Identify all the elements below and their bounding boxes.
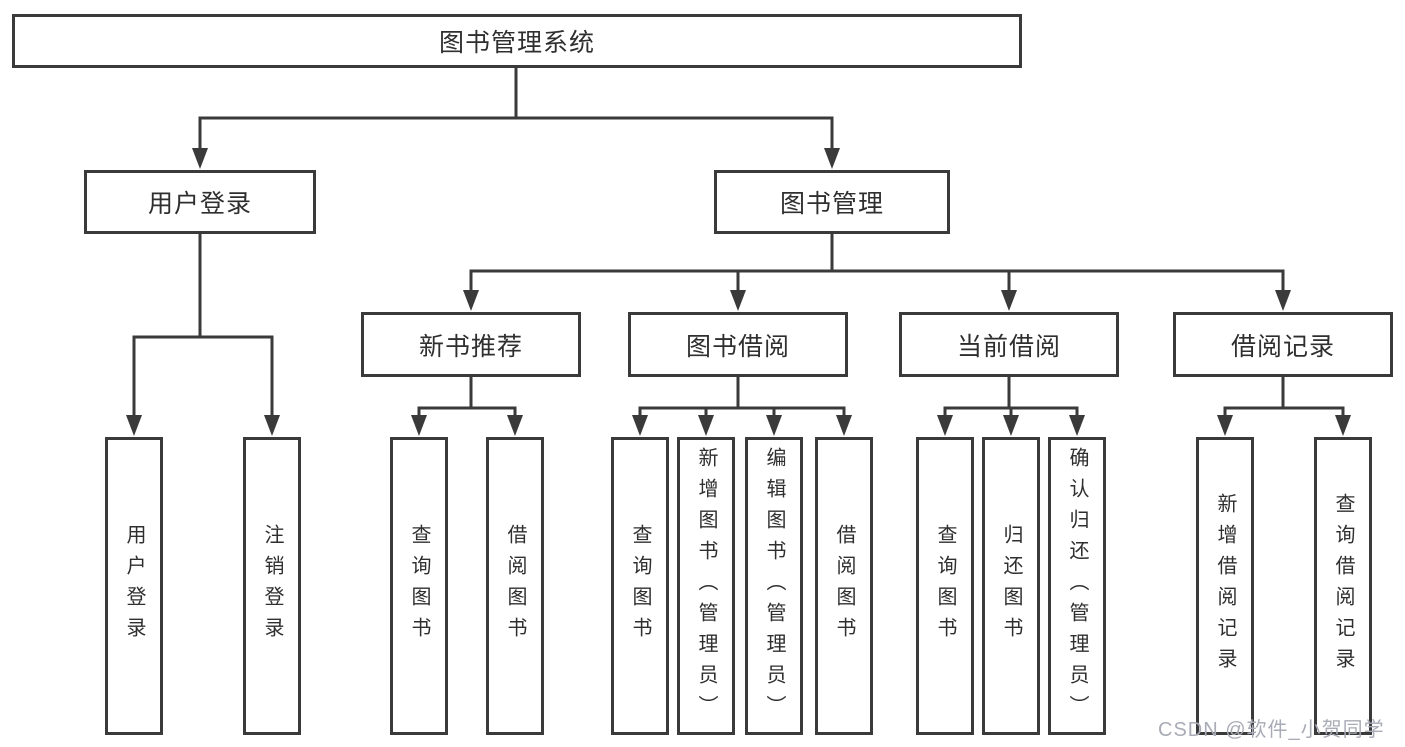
node-book-borrowing: 图书借阅: [628, 312, 848, 377]
leaf-label: 查询图书: [408, 524, 430, 648]
leaf-label: 借阅图书: [504, 524, 526, 648]
node-label: 图书管理系统: [438, 29, 595, 57]
node-user-login: 用户登录: [84, 170, 316, 234]
leaf-borrow-books-borrowing: 借阅图书: [815, 437, 873, 735]
leaf-label: 查询图书: [629, 524, 651, 648]
node-label: 新书推荐: [418, 332, 523, 361]
leaf-logout: 注销登录: [243, 437, 301, 735]
leaf-query-books-current: 查询图书: [916, 437, 974, 735]
leaf-user-login: 用户登录: [105, 437, 163, 735]
node-label: 借阅记录: [1230, 332, 1335, 361]
leaf-query-books-borrowing: 查询图书: [611, 437, 669, 735]
leaf-label: 新增借阅记录: [1214, 493, 1236, 679]
node-label: 图书管理: [779, 190, 884, 218]
leaf-confirm-return-admin: 确认归还（管理员）: [1048, 437, 1106, 735]
arrowheads: [126, 148, 1351, 436]
leaf-edit-book-admin: 编辑图书（管理员）: [745, 437, 803, 735]
leaf-borrow-books-recommend: 借阅图书: [486, 437, 544, 735]
leaf-label: 借阅图书: [833, 524, 855, 648]
leaf-query-books-recommend: 查询图书: [390, 437, 448, 735]
leaf-query-borrow-record: 查询借阅记录: [1314, 437, 1372, 735]
leaf-label: 归还图书: [1000, 524, 1022, 648]
leaf-add-borrow-record: 新增借阅记录: [1196, 437, 1254, 735]
node-current-borrowing: 当前借阅: [899, 312, 1119, 377]
leaf-label: 编辑图书（管理员）: [763, 446, 785, 726]
node-borrow-records: 借阅记录: [1173, 312, 1393, 377]
leaf-label: 注销登录: [261, 524, 283, 648]
leaf-label: 确认归还（管理员）: [1066, 446, 1088, 726]
leaf-return-book: 归还图书: [982, 437, 1040, 735]
leaf-label: 查询图书: [934, 524, 956, 648]
leaf-label: 新增图书（管理员）: [695, 446, 717, 726]
leaf-label: 用户登录: [123, 524, 145, 648]
leaf-label: 查询借阅记录: [1332, 493, 1354, 679]
node-label: 图书借阅: [685, 332, 790, 361]
node-book-management: 图书管理: [714, 170, 950, 234]
node-system-root: 图书管理系统: [12, 14, 1022, 68]
node-label: 用户登录: [147, 190, 252, 218]
csdn-watermark: CSDN @软件_小贺同学: [1158, 719, 1385, 741]
node-new-book-recommend: 新书推荐: [361, 312, 581, 377]
leaf-add-book-admin: 新增图书（管理员）: [677, 437, 735, 735]
node-label: 当前借阅: [956, 332, 1061, 361]
